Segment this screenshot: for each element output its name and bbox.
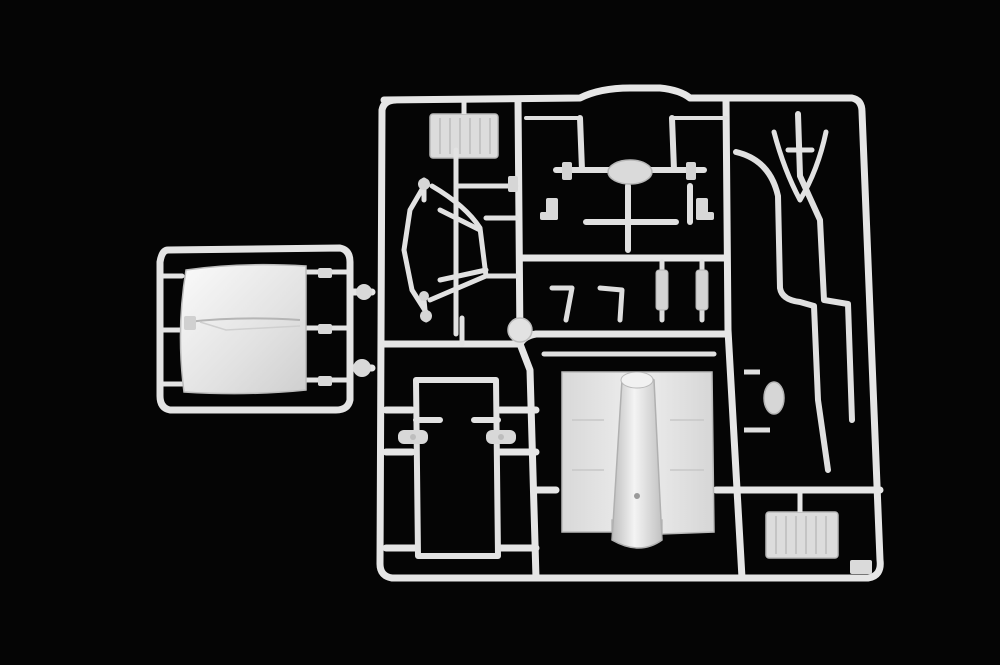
sprue-attachment-nubs-left — [318, 268, 372, 386]
steering-linkage — [771, 129, 829, 203]
main-sprue-frame — [376, 84, 884, 582]
battery-box-top — [429, 100, 499, 159]
battery-box-bottom — [765, 490, 839, 559]
transmission-tunnel — [611, 371, 663, 549]
suspension-joints — [418, 176, 518, 322]
shock-absorber-coils — [655, 269, 709, 311]
exhaust-pipe — [733, 111, 855, 473]
chassis-frame-rails — [413, 377, 501, 559]
frame-mount-tabs — [398, 430, 516, 444]
rear-differential-part — [744, 369, 785, 433]
steering-wheel-hub — [507, 317, 533, 343]
pedal-brackets — [549, 285, 625, 323]
hood-panel — [179, 263, 307, 395]
corner-tab-bottom-right — [850, 560, 872, 574]
differential-housing — [562, 159, 696, 185]
rear-axle-assembly — [524, 115, 728, 253]
small-brackets-top — [540, 198, 714, 220]
